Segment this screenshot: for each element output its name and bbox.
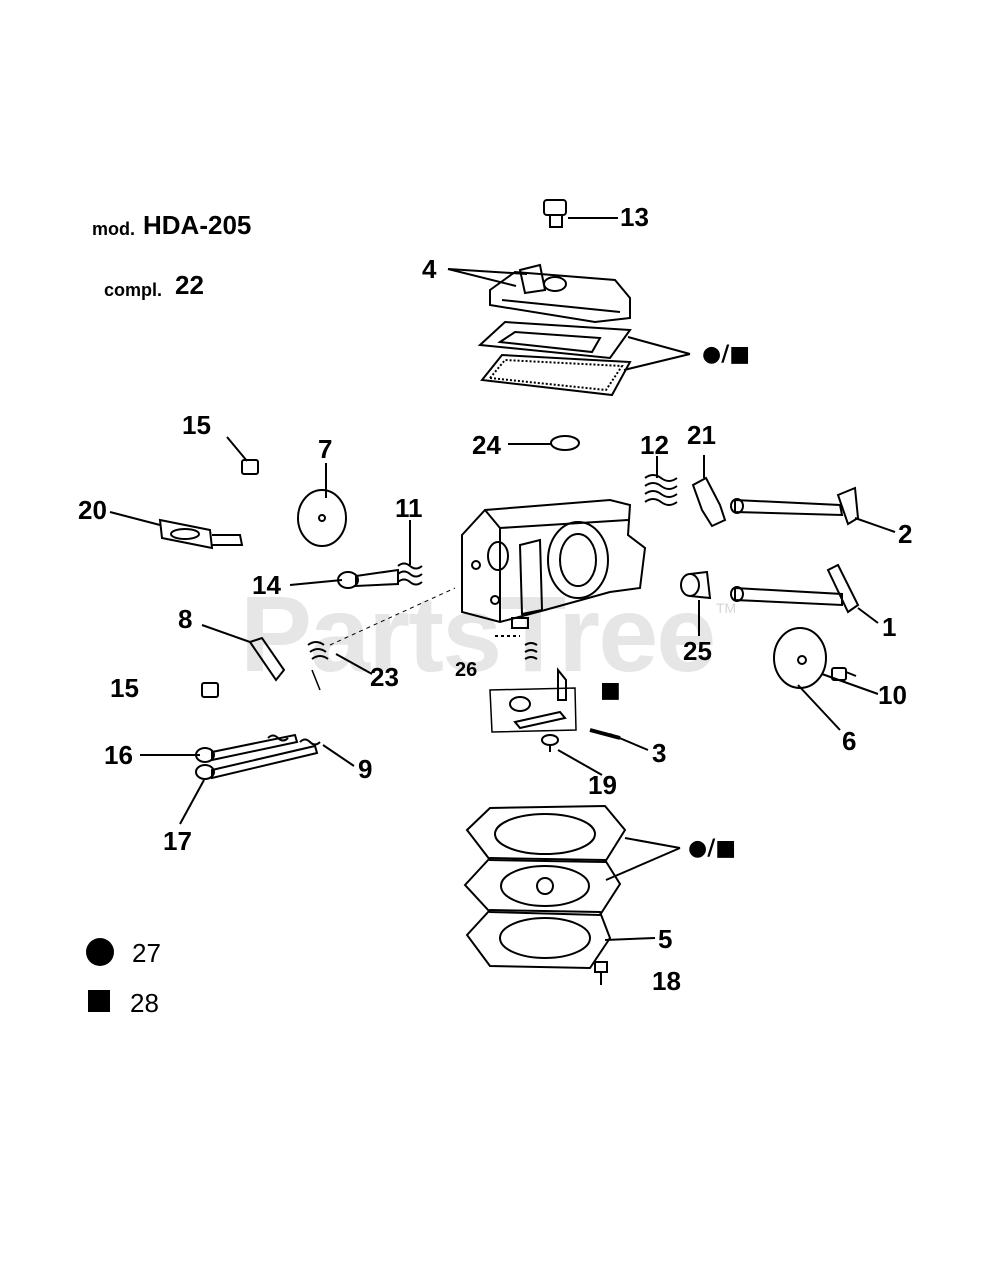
callout-11: 11: [395, 493, 423, 523]
kit-mark-top: ●/■: [702, 342, 751, 367]
part-18-screw: [594, 961, 608, 985]
part-20-swivel: [158, 518, 244, 550]
callout-13: 13: [620, 202, 649, 232]
callout-1: 1: [882, 612, 897, 642]
callout-25: 25: [683, 636, 712, 666]
leader-gasket-top: [623, 353, 691, 371]
callout-18: 18: [652, 966, 681, 996]
legend-circle-symbol: [86, 938, 114, 966]
part-9-springs: [267, 734, 321, 746]
part-2-throttle-shaft: [730, 486, 860, 526]
leader-19: [557, 749, 603, 776]
compl-value: 22: [175, 270, 204, 300]
part-5-pump-cover: [465, 908, 612, 970]
callout-21: 21: [687, 420, 716, 450]
leader-6: [797, 684, 841, 731]
part-inlet-needle-assembly: [489, 667, 577, 733]
compl-prefix: compl.: [104, 280, 163, 300]
leader-gasket-bottom: [605, 847, 681, 881]
leader-17: [179, 779, 205, 825]
callout-7: 7: [318, 434, 333, 464]
kit-mark-bottom: ●/■: [688, 836, 737, 861]
callout-2: 2: [898, 519, 913, 549]
callout-4: 4: [422, 254, 437, 284]
part-23-spring: [307, 641, 329, 660]
part-7-throttle-valve: [297, 489, 347, 547]
part-17-adjust-needle: [195, 744, 319, 780]
part-4-top-cover: [489, 263, 631, 324]
leader-5: [604, 937, 656, 941]
part-15-screw-lower: [201, 682, 219, 698]
legend-circle-label: 27: [132, 938, 161, 968]
part-3-pin: [589, 728, 621, 740]
watermark-tm: TM: [716, 600, 737, 616]
callout-10: 10: [878, 680, 907, 710]
callout-5: 5: [658, 924, 673, 954]
part-top-gasket: [477, 320, 632, 360]
leader-10: [821, 673, 879, 695]
part-24-nut: [550, 435, 580, 451]
callout-26: 26: [455, 659, 478, 681]
leader-23: [335, 653, 373, 675]
callout-12: 12: [640, 430, 669, 460]
leader-8: [201, 624, 251, 643]
callout-16: 16: [104, 740, 133, 770]
part-15-screw-upper: [241, 459, 259, 475]
leader-9: [322, 744, 355, 767]
legend-square-symbol: [88, 990, 110, 1012]
callout-24: 24: [472, 430, 501, 460]
part-13-screw: [543, 199, 567, 228]
part-26-spring: [524, 642, 538, 660]
model-prefix: mod.: [92, 219, 135, 239]
callout-23: 23: [370, 662, 399, 692]
leader-14: [289, 579, 343, 586]
callout-9: 9: [358, 754, 373, 784]
part-25-bushing: [680, 570, 712, 600]
leader-15: [226, 436, 248, 462]
callout-8: 8: [178, 604, 193, 634]
legend-square-label: 28: [130, 988, 159, 1018]
callout-20: 20: [78, 495, 107, 525]
part-19-screw: [541, 734, 559, 752]
partstree-watermark: PartsTree: [240, 573, 716, 694]
callout-6: 6: [842, 726, 857, 756]
part-carburetor-body: [461, 498, 647, 629]
part-12-spring: [644, 474, 678, 506]
part-6-choke-valve: [773, 627, 827, 689]
kit-mark-needle: ■: [600, 678, 621, 703]
part-8-lever: [248, 636, 286, 682]
leader-20: [109, 511, 161, 526]
callout-15-upper: 15: [182, 410, 211, 440]
leader-4: [447, 268, 517, 287]
leader-1: [857, 607, 879, 624]
part-bottom-gasket: [465, 804, 627, 864]
callout-14: 14: [252, 570, 281, 600]
callout-3: 3: [652, 738, 667, 768]
part-top-diaphragm: [480, 353, 632, 397]
part-bottom-diaphragm: [463, 856, 622, 917]
part-21-lever: [691, 476, 727, 528]
part-14-idle-screw: [337, 568, 399, 589]
callout-15-lower: 15: [110, 673, 139, 703]
leader-2: [854, 517, 896, 533]
model-number: HDA-205: [143, 210, 252, 240]
callout-19: 19: [588, 770, 617, 800]
part-16-adjust-needle: [195, 733, 299, 763]
part-10-screw: [831, 667, 857, 681]
part-1-choke-shaft: [730, 563, 860, 614]
part-11-spring: [397, 562, 423, 586]
callout-17: 17: [163, 826, 192, 856]
